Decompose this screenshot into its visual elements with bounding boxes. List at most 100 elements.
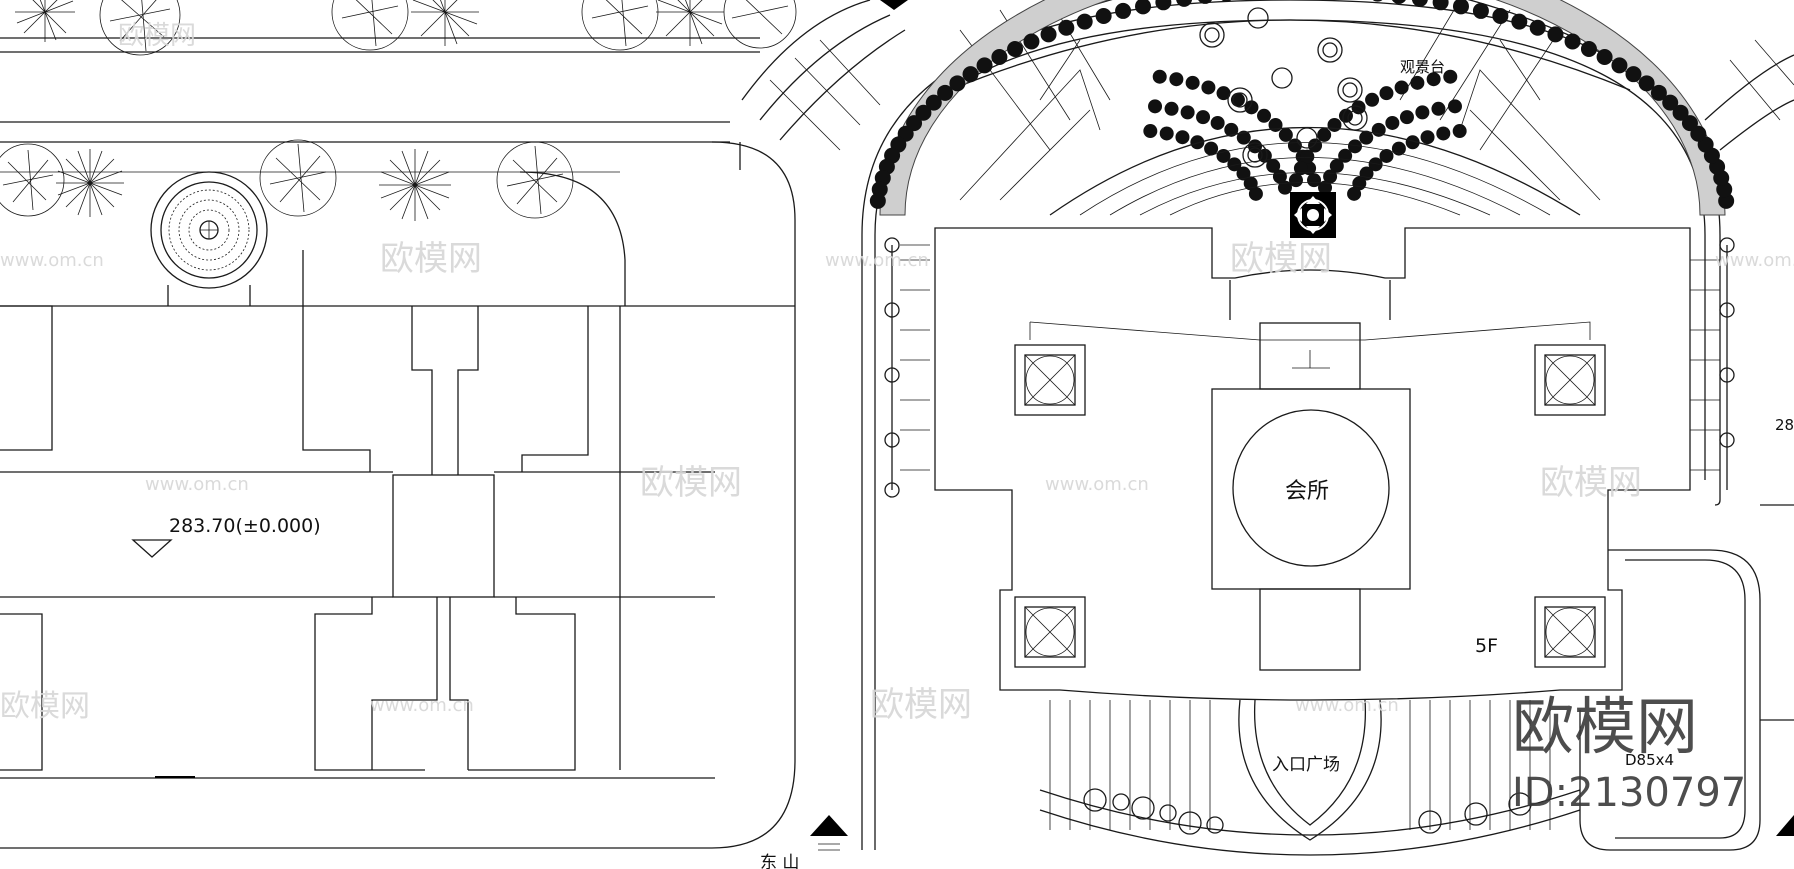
lamp-spec-label: D85x4 — [1625, 751, 1674, 769]
watermark-id: ID:2130797 — [1512, 770, 1746, 816]
fountain — [150, 171, 268, 306]
shrub — [1210, 115, 1225, 130]
shrub — [1204, 141, 1219, 156]
watermark-url: www.om.cn — [370, 695, 474, 716]
shrub — [1365, 92, 1380, 107]
shrub — [1431, 101, 1446, 116]
shrub — [1076, 13, 1093, 30]
shrub — [1023, 33, 1040, 50]
shrub — [1169, 72, 1184, 87]
shrub — [915, 104, 932, 121]
shrub — [976, 57, 993, 74]
shrub — [1547, 26, 1564, 43]
watermark-logo: 欧模网 — [1512, 690, 1698, 763]
watermark-brand: 欧模网 — [640, 463, 742, 503]
watermark-url: www.om.cn — [0, 250, 104, 271]
trees-row — [0, 0, 797, 221]
shrub — [1492, 8, 1509, 25]
shrub — [1625, 66, 1642, 83]
shrub — [1432, 0, 1449, 11]
shrub — [1379, 148, 1394, 163]
shrub — [1095, 8, 1112, 25]
shrub — [1681, 115, 1698, 132]
shrub — [1412, 0, 1428, 7]
shrub — [1415, 105, 1430, 120]
shrub — [1452, 0, 1469, 15]
stair-icon — [1290, 192, 1336, 238]
shrub — [1317, 127, 1332, 142]
shrub — [1143, 124, 1158, 139]
entrance-plaza-label: 入口广场 — [1272, 755, 1340, 775]
entrance-plaza: 入口广场 D85x4 — [1039, 699, 1674, 856]
shrub — [991, 49, 1008, 66]
shrub — [1135, 0, 1152, 15]
clubhouse-label: 会所 — [1285, 479, 1329, 504]
bottom-text: 东 山 — [760, 853, 799, 869]
watermark-brand: 欧模网 — [1230, 239, 1332, 279]
shrub-arc — [869, 0, 1735, 209]
shrub — [1198, 0, 1212, 4]
watermark-url: www.om.cn — [1295, 695, 1399, 716]
shrub — [1175, 130, 1190, 145]
shrub — [1164, 101, 1179, 116]
shrub — [1224, 122, 1239, 137]
shrub — [1347, 186, 1362, 201]
shrub — [1372, 0, 1383, 2]
shrub — [949, 75, 966, 92]
shrub — [1443, 69, 1458, 84]
shrub — [925, 94, 942, 111]
shrub — [1580, 41, 1597, 58]
watermark-brand: 欧模网 — [1540, 463, 1642, 503]
shrub — [1266, 158, 1281, 173]
shrub — [1159, 126, 1174, 141]
elevation-label: 283.70(±0.000) — [169, 515, 321, 537]
shrub — [1148, 99, 1163, 114]
shrub — [1650, 84, 1667, 101]
viewing-platform-label: 观景台 — [1400, 58, 1445, 76]
shrub — [1115, 2, 1132, 19]
shrub — [1359, 130, 1374, 145]
shrub — [1472, 2, 1489, 19]
shrub — [1405, 135, 1420, 150]
watermark-url: www.om.cn — [1715, 250, 1794, 271]
shrub — [1379, 86, 1394, 101]
shrub — [1227, 157, 1242, 172]
shrub — [1596, 49, 1613, 66]
shrub — [1392, 0, 1406, 4]
shrub — [1277, 180, 1292, 195]
shrub — [1638, 75, 1655, 92]
shrub — [1248, 186, 1263, 201]
side-railings — [884, 237, 1735, 498]
shrub — [1155, 0, 1172, 11]
shrub — [1426, 72, 1441, 87]
watermark-brand: 欧模网 — [118, 21, 196, 51]
shrub — [1399, 110, 1414, 125]
shrub — [1268, 117, 1283, 132]
watermark-url: www.om.cn — [145, 474, 249, 495]
shrub — [1216, 86, 1231, 101]
shrub — [1040, 26, 1057, 43]
watermark-brand: 欧模网 — [0, 689, 90, 724]
shrub — [1288, 173, 1303, 188]
floors-label: 5F — [1475, 635, 1498, 657]
shrub — [1347, 139, 1362, 154]
edge-mark-label: 28 — [1775, 416, 1794, 434]
shrub — [1058, 19, 1075, 36]
shrub — [1529, 19, 1546, 36]
shrub — [1672, 104, 1689, 121]
shrub — [1300, 149, 1315, 164]
shrub — [1329, 158, 1344, 173]
clubhouse-area: 观景台 会所 5F — [741, 0, 1794, 869]
shrub — [1327, 117, 1342, 132]
shrub — [1007, 41, 1024, 58]
shrub — [1420, 130, 1435, 145]
shrub — [1293, 161, 1308, 176]
left-block: 283.70(±0.000) — [0, 0, 797, 849]
shrub — [1278, 127, 1293, 142]
shrub — [1236, 130, 1251, 145]
shrub — [869, 192, 886, 209]
watermark-brand: 欧模网 — [380, 239, 482, 279]
shrub — [1257, 108, 1272, 123]
shrub — [1611, 57, 1628, 74]
shrub — [1190, 135, 1205, 150]
